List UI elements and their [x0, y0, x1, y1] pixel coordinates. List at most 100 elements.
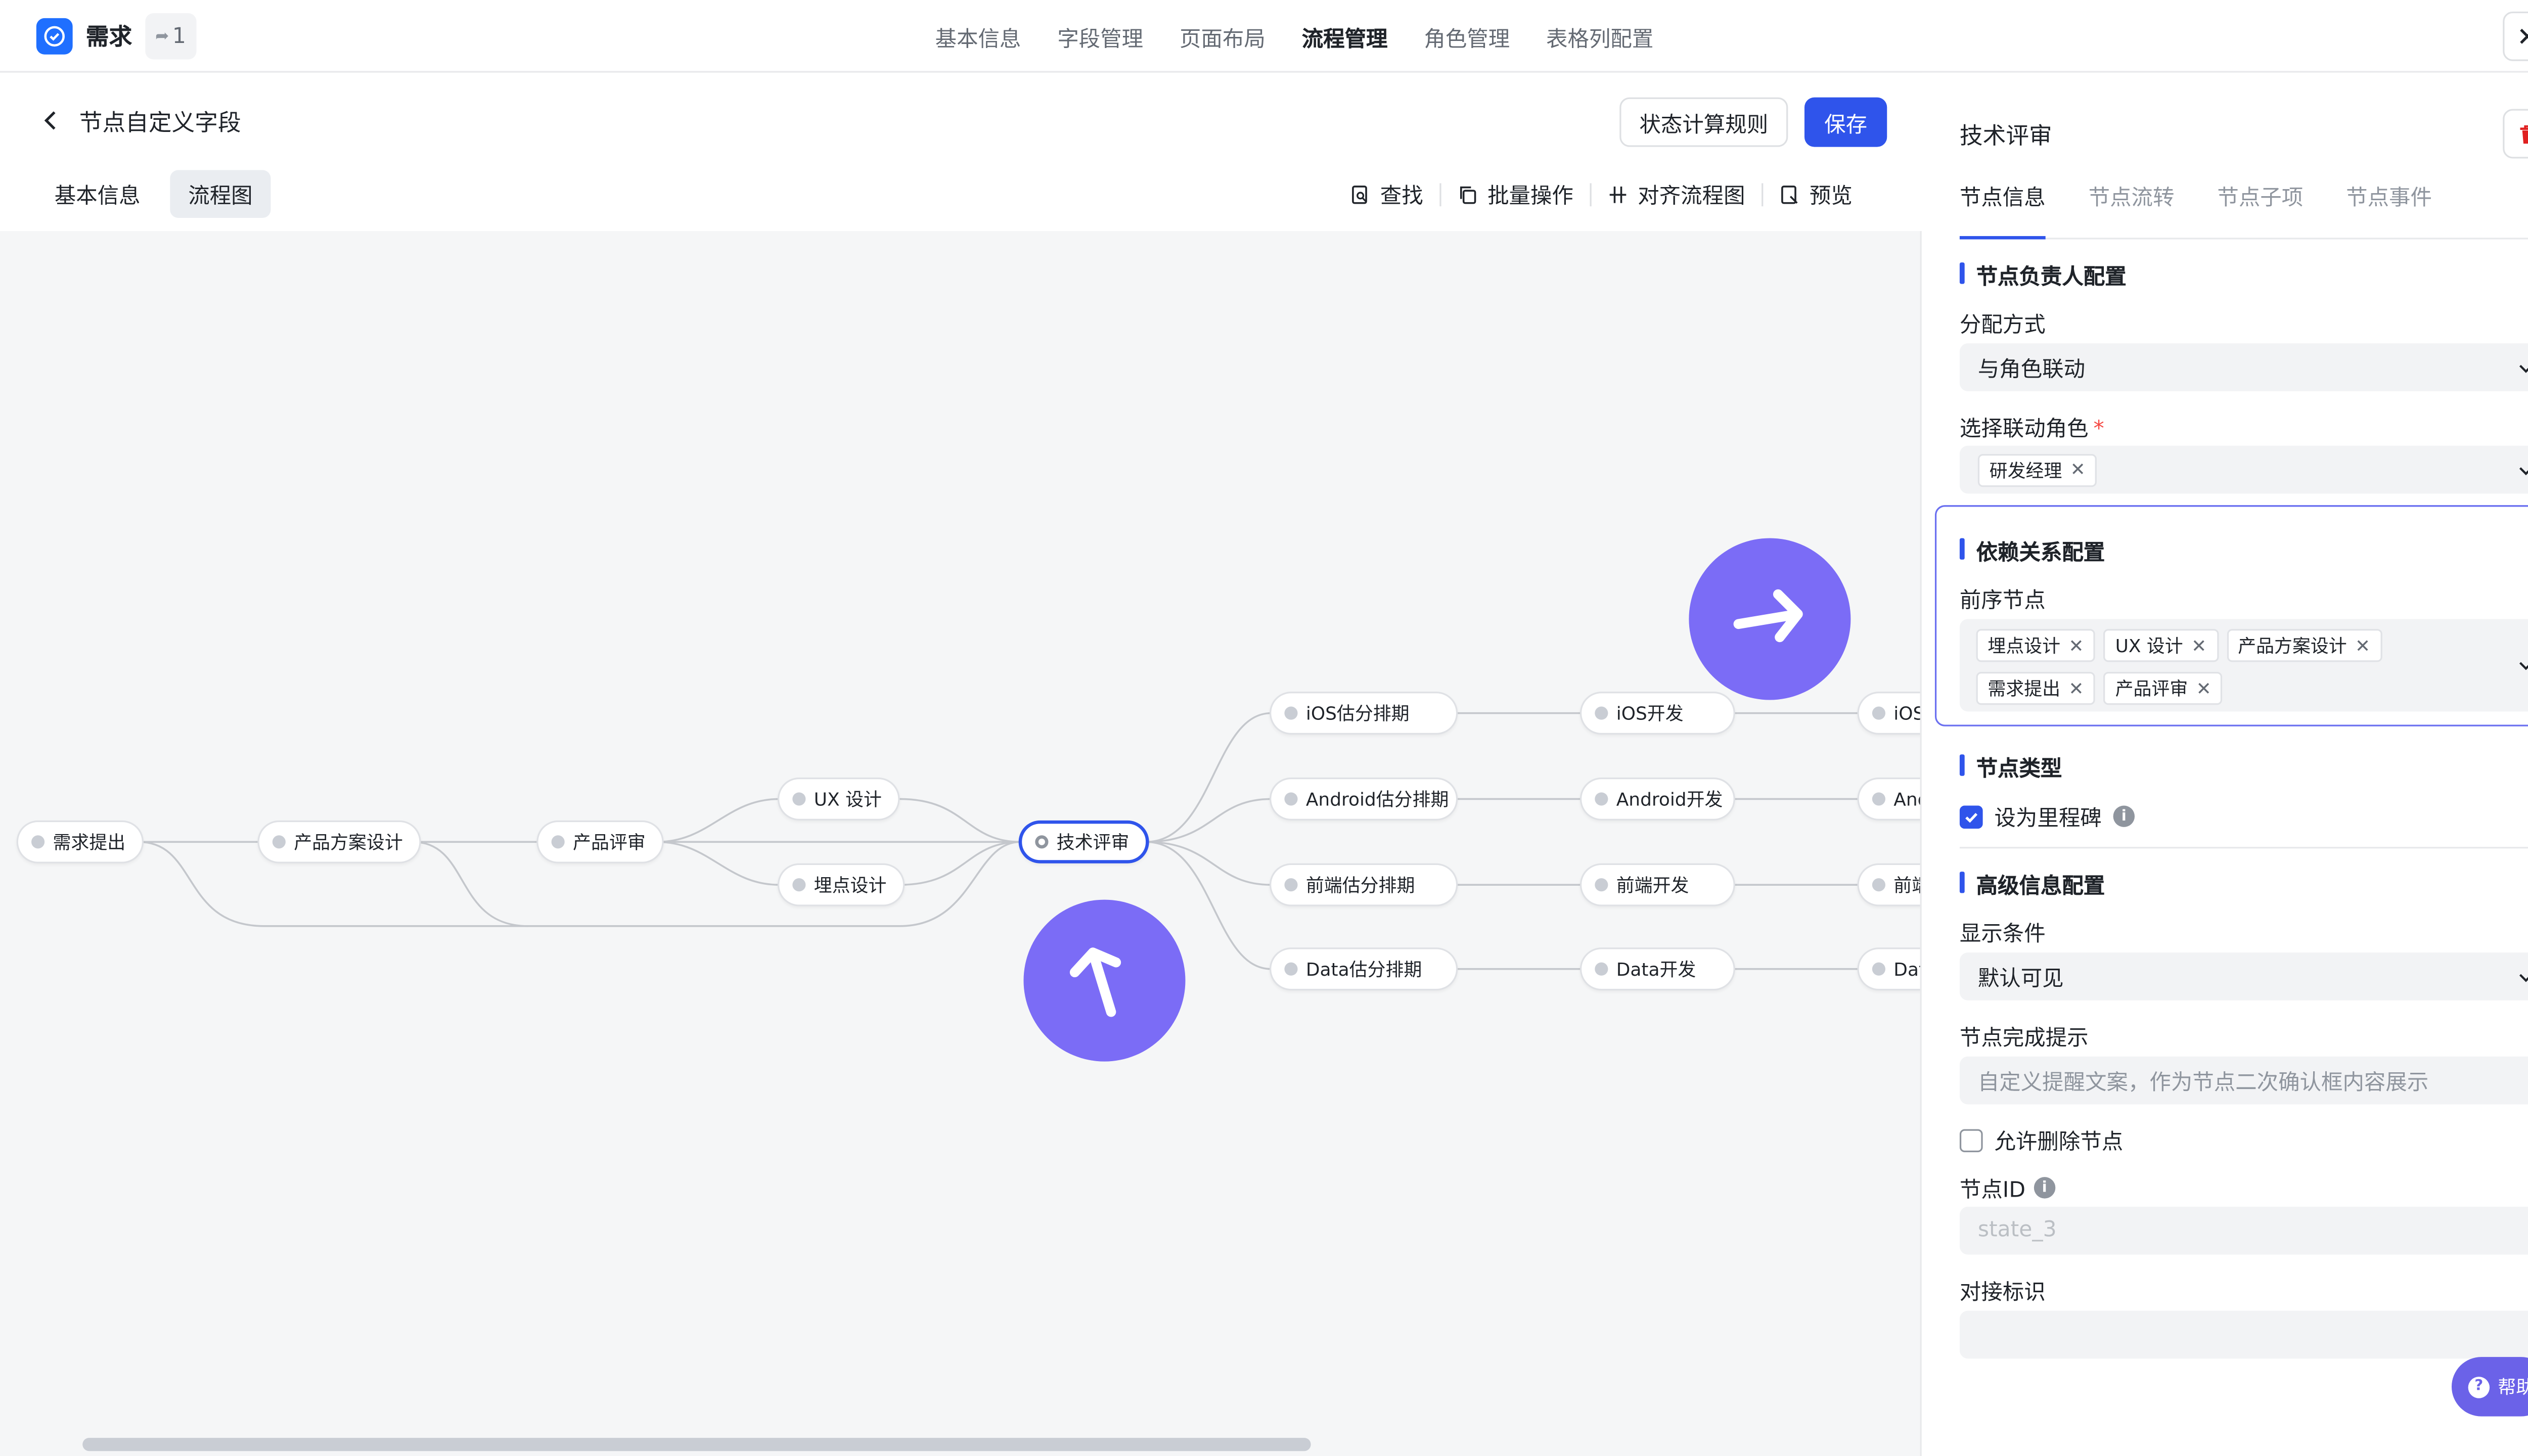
batch-tool[interactable]: 批量操作	[1441, 178, 1590, 210]
flow-node[interactable]: Dat	[1857, 947, 1920, 991]
share-arrow-icon: ➦	[155, 27, 169, 46]
remove-tag-icon[interactable]: ✕	[2196, 677, 2211, 699]
node-label: Dat	[1893, 958, 1920, 980]
panel-tab-node-info[interactable]: 节点信息	[1959, 185, 2046, 240]
node-dot	[1872, 878, 1885, 892]
node-label: 产品方案设计	[294, 832, 403, 854]
node-dot	[1284, 792, 1298, 806]
panel-tab-node-flow[interactable]: 节点流转	[2088, 186, 2175, 211]
flow-node[interactable]: And	[1857, 777, 1920, 821]
panel-tabs: 节点信息 节点流转 节点子项 节点事件	[1959, 185, 2528, 240]
node-detail-panel: 技术评审 节点信息 节点流转 节点子项 节点事件 节点负责人配置 分配方式 与角…	[1921, 72, 2528, 1456]
flow-node[interactable]: Data估分排期	[1270, 947, 1458, 991]
completion-tip-input[interactable]: 自定义提醒文案，作为节点二次确认框内容展示	[1959, 1056, 2528, 1105]
horizontal-scrollbar[interactable]	[82, 1438, 1311, 1451]
flow-connectors	[139, 712, 1859, 970]
flow-node[interactable]: iOS开发	[1579, 692, 1735, 735]
flow-node[interactable]: Android开发	[1579, 777, 1735, 821]
node-dot	[1284, 706, 1298, 720]
align-icon	[1609, 186, 1627, 202]
info-icon[interactable]: i	[2034, 1177, 2055, 1199]
node-dot	[792, 792, 806, 806]
tag-label: 产品方案设计	[2238, 635, 2347, 657]
remove-tag-icon[interactable]: ✕	[2068, 677, 2084, 699]
assign-mode-select[interactable]: 与角色联动	[1959, 343, 2528, 391]
node-dot	[1284, 962, 1298, 976]
close-button[interactable]	[2503, 11, 2528, 61]
flow-canvas[interactable]: 需求提出 产品方案设计 产品评审 UX 设计 埋点设计 技术评审 iOS估分排期…	[0, 231, 1922, 1456]
allow-delete-label: 允许删除节点	[1994, 1130, 2124, 1156]
flow-node[interactable]: 产品方案设计	[257, 820, 421, 863]
flow-node[interactable]: UX 设计	[777, 777, 900, 821]
tab-page-layout[interactable]: 页面布局	[1180, 27, 1266, 52]
back-arrow-icon[interactable]	[39, 109, 63, 132]
tab-field-management[interactable]: 字段管理	[1057, 27, 1144, 52]
remove-tag-icon[interactable]: ✕	[2355, 634, 2371, 656]
status-rule-button[interactable]: 状态计算规则	[1619, 97, 1788, 147]
tab-table-column-config[interactable]: 表格列配置	[1546, 27, 1654, 52]
toolbar-divider	[1590, 182, 1592, 206]
allow-delete-checkbox[interactable]	[1959, 1128, 1983, 1152]
top-bar: 需求 ➦ 1 基本信息 字段管理 页面布局 流程管理 角色管理 表格列配置	[0, 0, 2528, 73]
save-button[interactable]: 保存	[1804, 97, 1887, 147]
page-title: 节点自定义字段	[79, 110, 241, 138]
node-dot	[551, 835, 565, 849]
subtab-basic-info[interactable]: 基本信息	[54, 185, 141, 210]
milestone-checkbox[interactable]	[1959, 804, 1983, 828]
linked-role-select[interactable]: 研发经理✕	[1959, 445, 2528, 494]
remove-tag-icon[interactable]: ✕	[2191, 634, 2207, 656]
flow-node[interactable]: 前端开发	[1579, 863, 1735, 906]
node-label: 需求提出	[53, 832, 126, 854]
node-label: UX 设计	[814, 789, 882, 811]
remove-tag-icon[interactable]: ✕	[2070, 459, 2086, 481]
display-condition-select[interactable]: 默认可见	[1959, 952, 2528, 1000]
subtab-flowchart[interactable]: 流程图	[170, 170, 271, 218]
help-button[interactable]: ? 帮助	[2451, 1357, 2528, 1417]
flow-node[interactable]: Android估分排期	[1270, 777, 1458, 821]
tab-basic-info[interactable]: 基本信息	[935, 27, 1021, 52]
share-count: 1	[172, 24, 186, 49]
info-icon[interactable]: i	[2113, 805, 2135, 827]
node-label: 前端开发	[1616, 875, 1689, 897]
tab-flow-management[interactable]: 流程管理	[1301, 27, 1388, 52]
remove-tag-icon[interactable]: ✕	[2068, 634, 2084, 656]
chevron-down-icon	[2519, 662, 2528, 670]
pre-node-tag: 产品方案设计 ✕	[2226, 629, 2382, 662]
pre-node-tag: 埋点设计✕	[1976, 629, 2096, 662]
app-title: 需求	[85, 24, 132, 52]
flow-node[interactable]: 需求提出	[16, 820, 144, 863]
node-dot	[1284, 878, 1298, 892]
flow-node[interactable]: 前端	[1857, 863, 1920, 906]
docking-id-input[interactable]	[1959, 1310, 2528, 1359]
flow-node[interactable]: 产品评审	[536, 820, 664, 863]
node-dot	[1035, 835, 1049, 849]
flow-node[interactable]: 埋点设计	[777, 863, 905, 906]
display-condition-label: 显示条件	[1959, 923, 2046, 948]
flow-node[interactable]: iOS	[1857, 692, 1920, 735]
node-label: Data开发	[1616, 959, 1696, 981]
flow-node[interactable]: iOS估分排期	[1270, 692, 1458, 735]
tag-label: UX 设计	[2115, 635, 2183, 657]
flow-node[interactable]: Data开发	[1579, 947, 1735, 991]
panel-tab-node-events[interactable]: 节点事件	[2346, 186, 2432, 211]
flow-node-selected[interactable]: 技术评审	[1018, 820, 1149, 863]
find-tool[interactable]: 查找	[1334, 178, 1439, 210]
docking-id-label: 对接标识	[1959, 1281, 2046, 1306]
node-type-section-title: 节点类型	[1959, 751, 2062, 783]
app-check-icon	[36, 18, 73, 55]
batch-label: 批量操作	[1487, 185, 1573, 210]
preview-label: 预览	[1809, 185, 1853, 210]
node-dot	[1595, 878, 1608, 892]
linked-role-label-text: 选择联动角色	[1959, 418, 2089, 443]
delete-button[interactable]	[2503, 109, 2528, 159]
flow-node[interactable]: 前端估分排期	[1270, 863, 1458, 906]
preview-tool[interactable]: 预览	[1763, 178, 1869, 210]
panel-tab-node-children[interactable]: 节点子项	[2217, 186, 2304, 211]
pre-nodes-select[interactable]: 埋点设计✕UX 设计✕产品方案设计✕需求提出✕产品评审✕	[1959, 619, 2528, 712]
share-badge[interactable]: ➦ 1	[145, 13, 196, 60]
tab-role-management[interactable]: 角色管理	[1424, 27, 1510, 52]
dependency-highlight-box	[1934, 505, 2528, 726]
question-icon: ?	[2468, 1376, 2490, 1398]
align-tool[interactable]: 对齐流程图	[1592, 178, 1762, 210]
